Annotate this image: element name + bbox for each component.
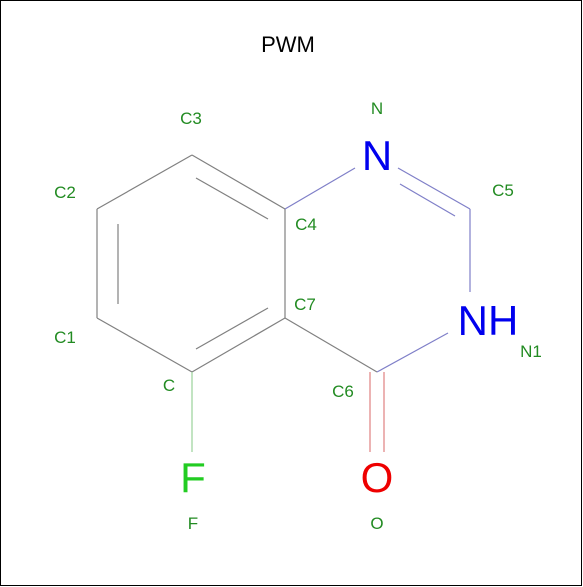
bond-c-c7 (191, 317, 286, 373)
atom-label-o: O (370, 514, 383, 533)
atom-label-c4: C4 (295, 215, 317, 234)
element-nh: NH (458, 297, 519, 344)
bond-c3-c2 (96, 154, 193, 210)
bond-nh-c6 (376, 332, 449, 373)
element-f: F (180, 454, 206, 501)
bond-inner-c-c7 (195, 307, 269, 350)
atom-label-f: F (188, 514, 198, 533)
element-o: O (361, 454, 394, 501)
atom-label-c2: C2 (54, 183, 76, 202)
atom-label-c5: C5 (492, 181, 514, 200)
element-n-top: N (362, 132, 392, 179)
atom-label-c: C (163, 376, 175, 395)
bond-inner-n-c5 (399, 183, 456, 217)
bond-c7-c6 (284, 317, 378, 373)
bond-c4-c3 (191, 154, 286, 210)
atom-label-c7: C7 (294, 295, 316, 314)
diagram-title: PWM (261, 32, 315, 57)
bond-c4-n (284, 167, 356, 210)
atom-label-c3: C3 (180, 109, 202, 128)
atom-label-c1: C1 (54, 328, 76, 347)
atom-label-n: N (371, 99, 383, 118)
bond-n-c5 (397, 167, 471, 210)
bond-c1-c (96, 317, 193, 373)
bond-inner-c3-c4 (195, 177, 269, 220)
atom-labels: N C3 C2 C5 C4 C7 C1 N1 C C6 F O (54, 99, 542, 533)
atom-label-c6: C6 (332, 382, 354, 401)
hetero-bonds (284, 167, 471, 452)
bonds (96, 154, 378, 452)
atom-label-n1: N1 (520, 342, 542, 361)
